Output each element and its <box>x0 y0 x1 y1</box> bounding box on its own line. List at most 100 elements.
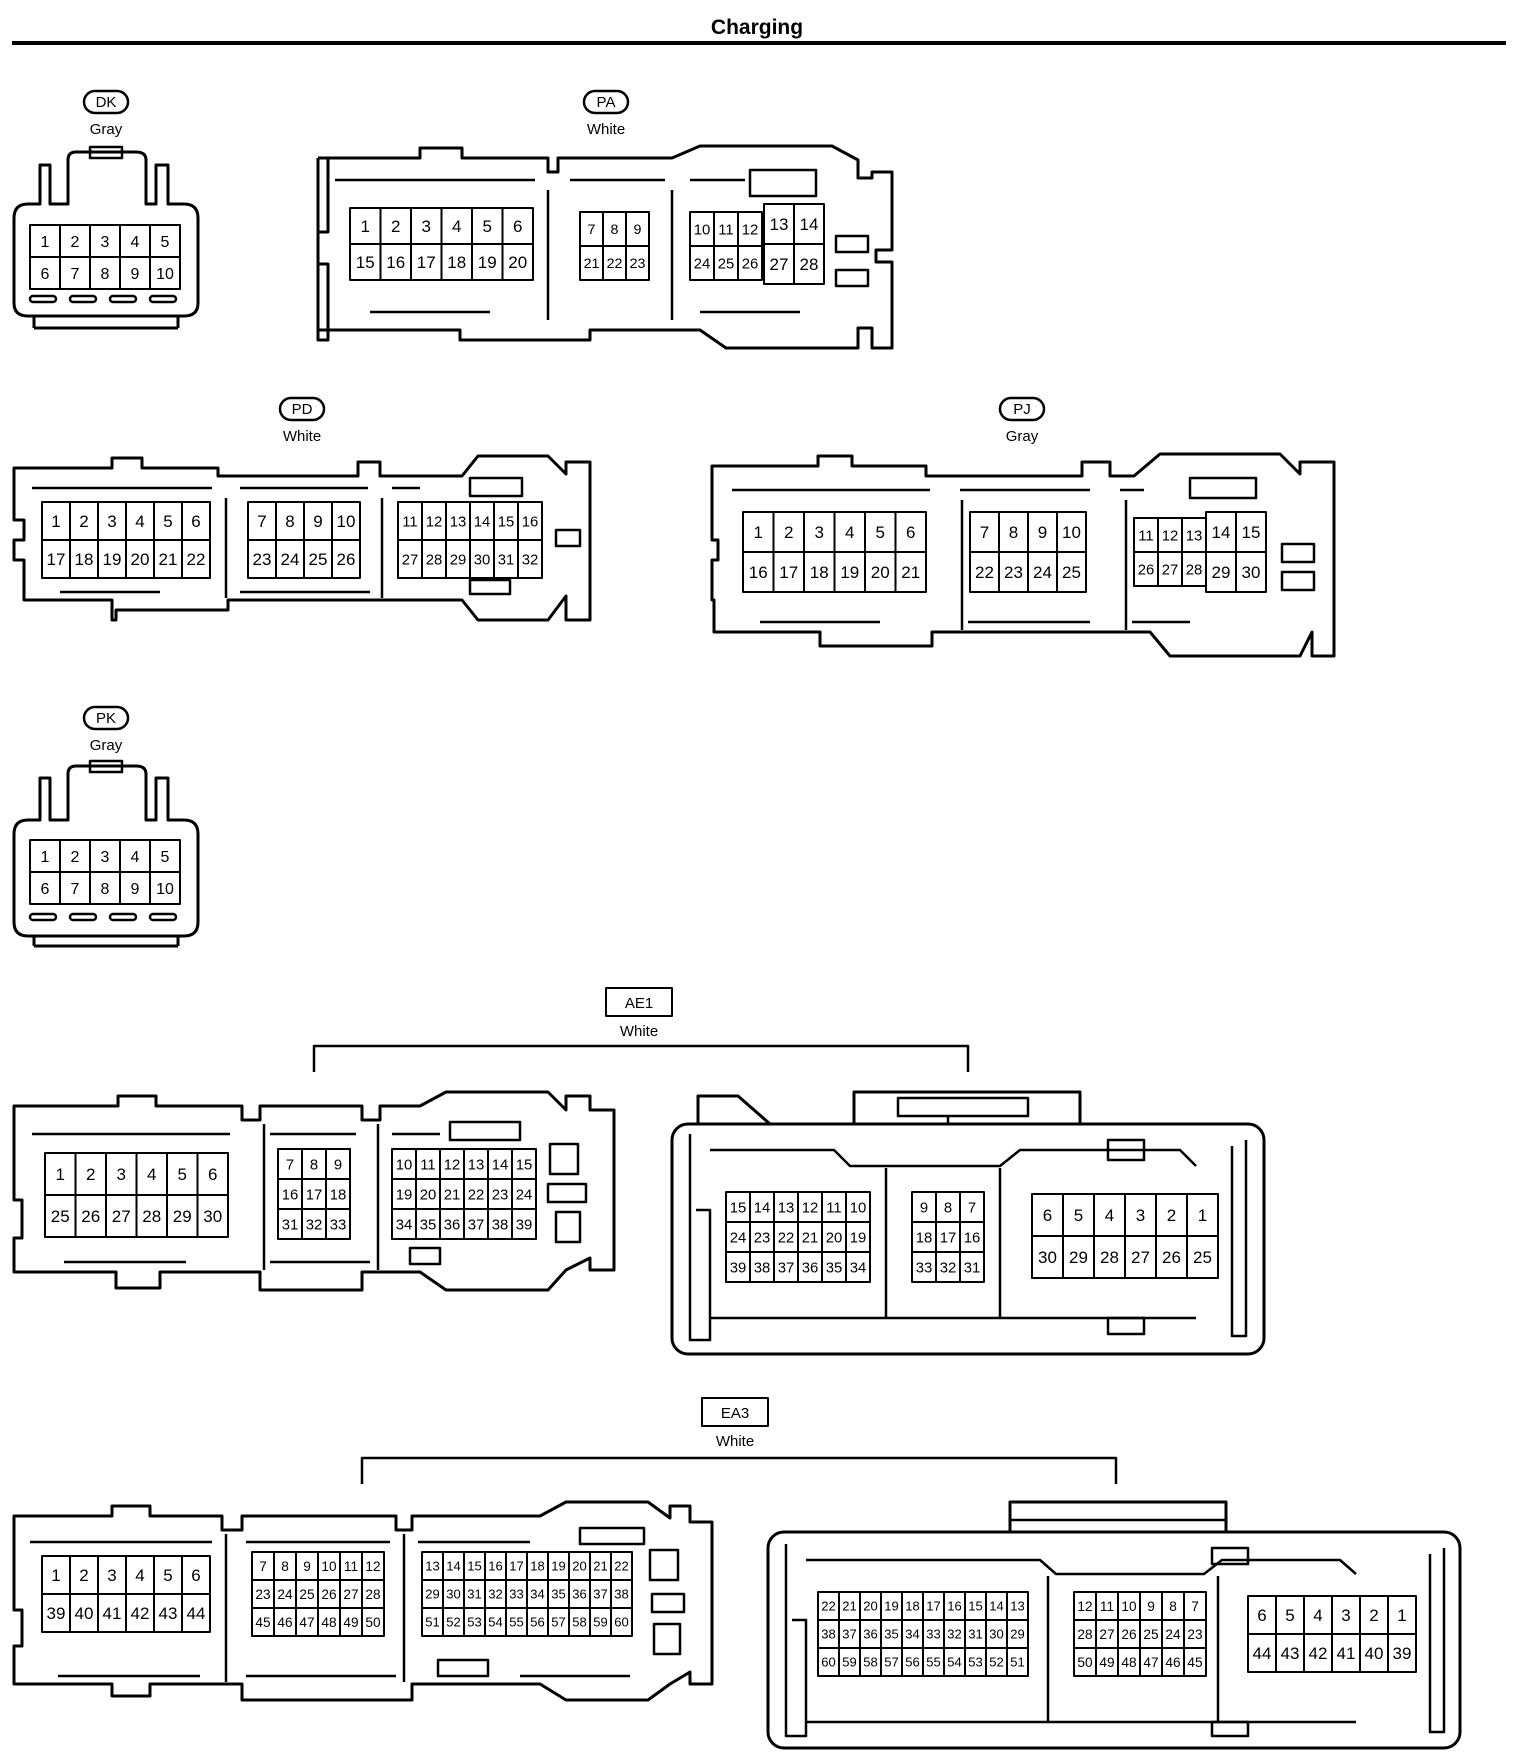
pin-number: 15 <box>730 1200 747 1216</box>
connector-ea3-rib <box>578 1526 646 1546</box>
connector-ae1-rib <box>896 1096 1030 1118</box>
connector-dk-rib <box>148 294 178 304</box>
pin-number: 45 <box>255 1615 270 1630</box>
connector-pk-tag: PK <box>96 710 116 727</box>
pin-number: 3 <box>101 234 110 251</box>
connector-pa-rib <box>748 168 818 198</box>
pin-number: 36 <box>863 1627 877 1642</box>
pin-number: 26 <box>337 550 356 569</box>
pin-number: 2 <box>71 234 80 251</box>
pin-number: 19 <box>551 1559 565 1574</box>
pin-number: 10 <box>1121 1599 1137 1614</box>
pin-number: 10 <box>156 881 174 898</box>
connector-pd-tag: PD <box>292 401 313 418</box>
pin-number: 22 <box>614 1559 628 1574</box>
pin-number: 31 <box>498 552 515 568</box>
pin-number: 5 <box>178 1165 187 1184</box>
pin-number: 37 <box>468 1217 485 1233</box>
pin-number: 16 <box>522 514 539 530</box>
connector-ea3: EA3 White <box>12 1397 1462 1750</box>
pin-number: 10 <box>156 266 174 283</box>
pin-number: 11 <box>718 222 733 238</box>
pin-number: 19 <box>478 253 497 272</box>
pin-number: 13 <box>425 1559 439 1574</box>
pin-number: 18 <box>330 1187 347 1203</box>
pin-cell <box>959 1251 985 1283</box>
connector-pk-latch <box>88 759 124 774</box>
pin-number: 17 <box>779 563 798 582</box>
pin-number: 3 <box>101 849 110 866</box>
pin-number: 50 <box>1077 1655 1093 1670</box>
pin-number: 3 <box>107 512 116 531</box>
pin-number: 10 <box>1062 523 1081 542</box>
connector-ae1-rib <box>1106 1316 1146 1336</box>
pin-number: 14 <box>446 1559 460 1574</box>
pin-number: 6 <box>906 523 915 542</box>
connector-ae1-rib <box>408 1246 442 1266</box>
pin-number: 8 <box>310 1157 318 1173</box>
pin-number: 21 <box>802 1230 819 1246</box>
pin-number: 37 <box>593 1587 607 1602</box>
pin-number: 24 <box>516 1187 533 1203</box>
pin-number: 28 <box>426 552 443 568</box>
connector-ae1-color: White <box>620 1023 658 1040</box>
connector-ae1-rib <box>546 1182 588 1204</box>
pin-number: 25 <box>718 256 735 272</box>
pin-number: 29 <box>1212 563 1231 582</box>
pin-number: 14 <box>474 514 491 530</box>
pin-number: 20 <box>863 1599 877 1614</box>
connector-pj-tag: PJ <box>1013 401 1031 418</box>
pin-cell <box>1387 1633 1417 1673</box>
connector-pa-rib <box>834 234 870 254</box>
connector-ea3-tag-box <box>701 1397 769 1427</box>
pin-cell <box>361 1607 385 1637</box>
pin-number: 39 <box>516 1217 533 1233</box>
connector-ae1-bracket <box>312 1044 970 1072</box>
pin-number: 33 <box>916 1260 933 1276</box>
connector-ea3-color: White <box>716 1433 754 1450</box>
pin-number: 12 <box>802 1200 819 1216</box>
pin-number: 3 <box>107 1566 116 1585</box>
pin-number: 16 <box>947 1599 961 1614</box>
pin-number: 7 <box>588 222 596 238</box>
pin-number: 13 <box>1010 1599 1024 1614</box>
pin-number: 21 <box>444 1187 461 1203</box>
connector-ae1-rib <box>548 1142 580 1176</box>
pin-number: 2 <box>71 849 80 866</box>
pin-number: 23 <box>492 1187 509 1203</box>
connector-ea3-rib <box>1428 1548 1446 1734</box>
connector-pk-rib <box>108 912 138 922</box>
connector-ea3-rib <box>652 1622 682 1656</box>
pin-number: 9 <box>313 512 322 531</box>
connector-pj-color: Gray <box>1006 428 1039 445</box>
pin-number: 12 <box>444 1157 461 1173</box>
pin-number: 25 <box>299 1587 314 1602</box>
pin-number: 47 <box>1143 1655 1158 1670</box>
pin-number: 18 <box>530 1559 544 1574</box>
pin-number: 18 <box>447 253 466 272</box>
pin-number: 30 <box>474 552 491 568</box>
pin-number: 25 <box>1062 563 1081 582</box>
page-title: Charging <box>711 16 803 39</box>
pin-number: 32 <box>940 1260 957 1276</box>
connector-ea3-rib <box>1210 1546 1250 1566</box>
pin-number: 30 <box>989 1627 1003 1642</box>
connector-ea3-rib <box>806 1558 1357 1576</box>
pin-number: 38 <box>821 1627 835 1642</box>
pin-number: 24 <box>694 256 711 272</box>
pin-number: 44 <box>187 1604 206 1623</box>
pin-number: 7 <box>71 266 80 283</box>
pin-number: 6 <box>41 266 50 283</box>
pin-number: 16 <box>749 563 768 582</box>
pin-number: 9 <box>334 1157 342 1173</box>
connector-ae1-right-shell <box>852 1090 1082 1124</box>
pin-number: 27 <box>1099 1627 1114 1642</box>
pin-number: 31 <box>282 1217 299 1233</box>
pin-number: 54 <box>947 1655 961 1670</box>
pin-number: 9 <box>1147 1599 1155 1614</box>
pin-number: 45 <box>1187 1655 1202 1670</box>
